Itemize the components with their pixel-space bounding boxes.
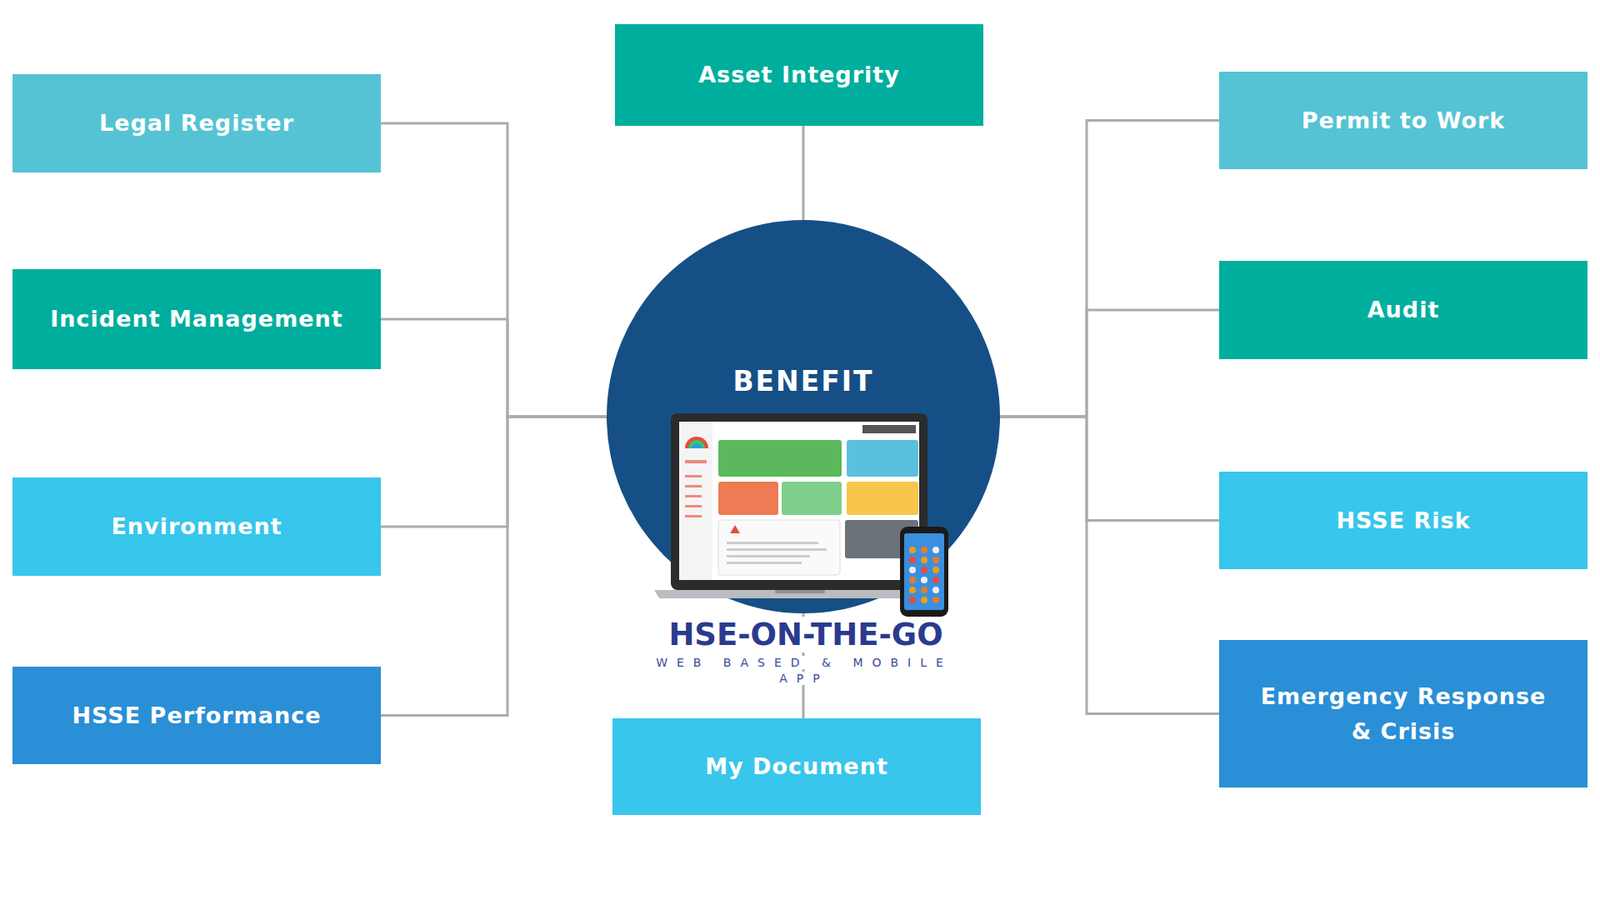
node-label: Permit to Work [1301, 103, 1506, 139]
risk-box: HSSE Risk [1219, 471, 1588, 570]
incident-box: Incident Management [12, 269, 381, 370]
connector-line [1000, 416, 1220, 521]
connector-line [380, 416, 607, 716]
audit-box: Audit [1219, 260, 1588, 360]
asset-integrity-box: Asset Integrity [615, 24, 984, 126]
node-label: HSSE Risk [1335, 503, 1470, 539]
connector-line [1000, 416, 1220, 715]
node-label: Incident Management [50, 301, 343, 337]
performance-box: HSSE Performance [12, 666, 381, 765]
node-label: Environment [110, 509, 282, 545]
connector-line [802, 125, 805, 220]
connector-line [380, 319, 607, 417]
node-label: Legal Register [99, 105, 295, 141]
permit-box: Permit to Work [1219, 71, 1588, 170]
logo-tagline: WEB BASED & MOBILE APP [650, 655, 959, 687]
node-label: HSSE Performance [71, 698, 321, 734]
logo-text: HSE-ON-THE-GO [665, 616, 945, 653]
tagline-text: WEB BASED & MOBILE APP [655, 655, 953, 685]
node-label: BENEFIT [732, 360, 874, 403]
connector-line [1000, 310, 1220, 417]
connector-line [1000, 120, 1220, 418]
document-box: My Document [612, 718, 981, 815]
legal-register-box: Legal Register [12, 74, 381, 173]
laptop-phone-illustration [650, 408, 967, 625]
logo-wordmark: HSE-ON-THE-GO [641, 618, 970, 653]
node-label: My Document [705, 749, 889, 785]
node-label: Audit [1367, 292, 1440, 328]
connector-line [380, 123, 607, 417]
node-label: Asset Integrity [698, 57, 900, 93]
node-label: Emergency Response & Crisis [1252, 679, 1555, 750]
environment-box: Environment [12, 477, 381, 576]
emergency-box: Emergency Response & Crisis [1219, 640, 1588, 788]
connector-line [380, 416, 607, 527]
